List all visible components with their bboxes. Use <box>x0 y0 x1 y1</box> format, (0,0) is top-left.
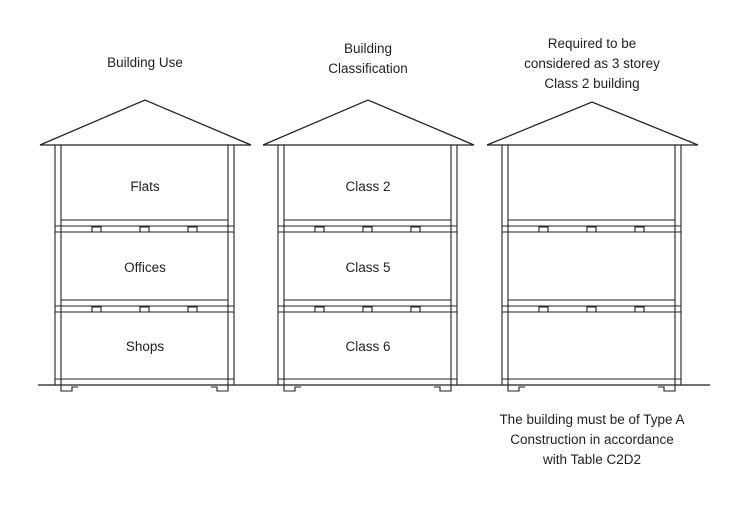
roof <box>486 101 699 146</box>
building-requirement-header-line-3: Class 2 building <box>544 76 639 91</box>
building-requirement-header-line-1: Required to be <box>548 36 637 51</box>
walls <box>277 145 458 385</box>
roof <box>262 99 475 146</box>
building-requirement-header-line-2: considered as 3 storey <box>524 56 660 71</box>
building-classification-header-line-1: Building <box>344 41 392 56</box>
storey-label-ground: Class 6 <box>345 339 390 354</box>
roof <box>39 99 252 146</box>
floor-assembly-upper <box>55 219 234 233</box>
floor-assembly-upper <box>278 219 457 233</box>
building-classification-group: Building Classification <box>262 41 475 392</box>
floor-assembly-lower <box>278 299 457 313</box>
caption-line-3: with Table C2D2 <box>542 452 641 467</box>
caption-line-2: Construction in accordance <box>510 432 674 447</box>
caption-line-1: The building must be of Type A <box>499 412 684 427</box>
storey-label-top: Class 2 <box>345 179 390 194</box>
floor-assembly-upper <box>502 219 681 233</box>
caption-block: The building must be of Type A Construct… <box>499 412 684 467</box>
storey-label-middle: Offices <box>124 260 166 275</box>
walls <box>54 145 235 385</box>
building-classification-header-line-2: Classification <box>328 61 408 76</box>
storey-label-top: Flats <box>130 179 160 194</box>
building-use-header-line-1: Building Use <box>107 55 183 70</box>
floor-assembly-lower <box>55 299 234 313</box>
building-requirement-group: Required to be considered as 3 storey Cl… <box>486 36 699 392</box>
storey-label-ground: Shops <box>126 339 165 354</box>
storey-label-middle: Class 5 <box>345 260 390 275</box>
walls <box>501 145 682 385</box>
floor-assembly-lower <box>502 299 681 313</box>
